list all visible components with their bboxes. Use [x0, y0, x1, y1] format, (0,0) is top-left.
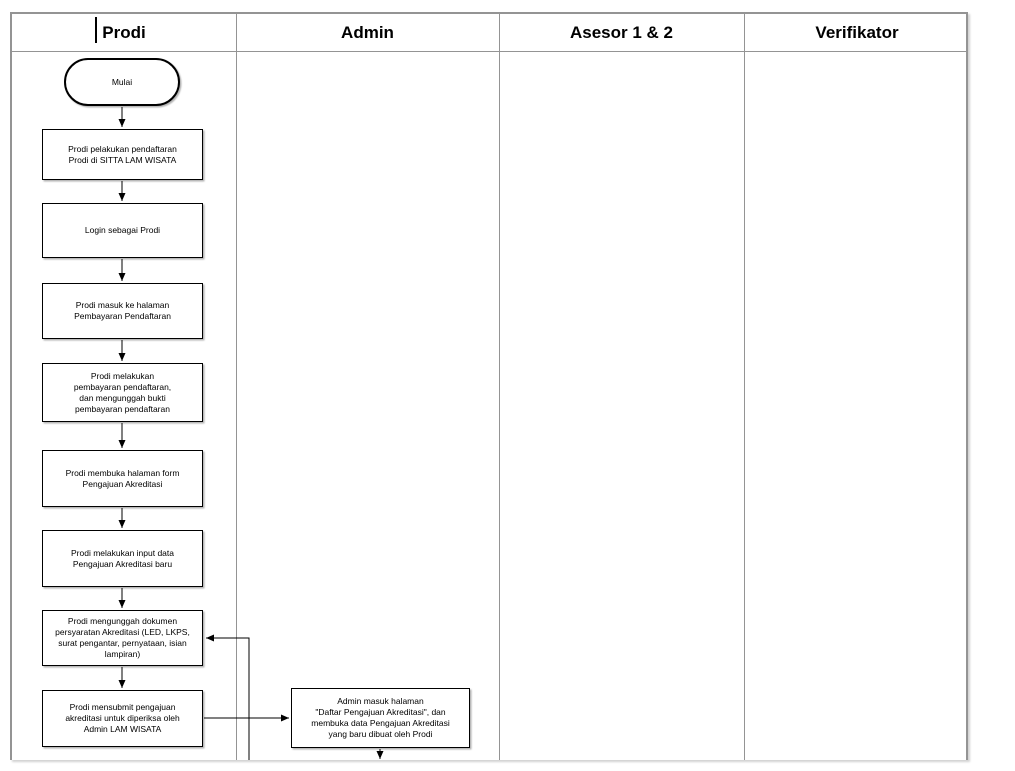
start-terminator[interactable]: Mulai: [64, 58, 180, 106]
lane-body-admin[interactable]: [236, 52, 499, 760]
step-prodi-pendaftaran[interactable]: Prodi pelakukan pendaftaran Prodi di SIT…: [42, 129, 203, 180]
lane-body-verifikator[interactable]: [744, 52, 970, 760]
step-prodi-submit[interactable]: Prodi mensubmit pengajuan akreditasi unt…: [42, 690, 203, 747]
lane-header-asesor[interactable]: Asesor 1 & 2: [570, 22, 673, 42]
header-row-divider: [12, 51, 966, 52]
step-prodi-unggah-dokumen[interactable]: Prodi mengunggah dokumen persyaratan Akr…: [42, 610, 203, 666]
lane-header-prodi[interactable]: Prodi: [102, 22, 146, 42]
step-admin-daftar-pengajuan[interactable]: Admin masuk halaman "Daftar Pengajuan Ak…: [291, 688, 470, 748]
lane-header-verifikator[interactable]: Verifikator: [815, 22, 899, 42]
step-prodi-input-data[interactable]: Prodi melakukan input data Pengajuan Akr…: [42, 530, 203, 587]
lane-header-admin[interactable]: Admin: [341, 22, 394, 42]
step-prodi-halaman-pembayaran[interactable]: Prodi masuk ke halaman Pembayaran Pendaf…: [42, 283, 203, 339]
swimlane-table: Prodi Admin Asesor 1 & 2 Verifikator: [10, 12, 968, 760]
text-caret: [95, 17, 97, 43]
lane-separator-3: [744, 14, 745, 760]
lane-body-asesor[interactable]: [499, 52, 744, 760]
step-prodi-login[interactable]: Login sebagai Prodi: [42, 203, 203, 258]
step-prodi-pembayaran[interactable]: Prodi melakukan pembayaran pendaftaran, …: [42, 363, 203, 422]
step-prodi-form-pengajuan[interactable]: Prodi membuka halaman form Pengajuan Akr…: [42, 450, 203, 507]
lane-separator-1: [236, 14, 237, 760]
lane-separator-2: [499, 14, 500, 760]
